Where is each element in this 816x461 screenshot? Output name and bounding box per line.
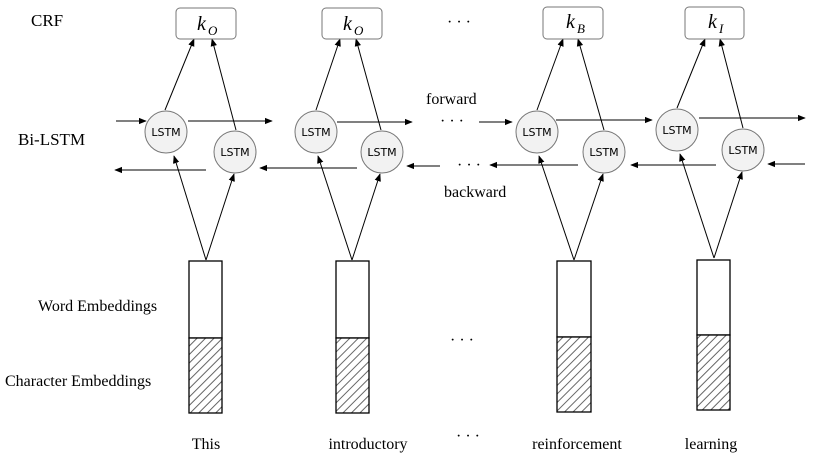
bilstm-row-label: Bi-LSTM [18,130,85,149]
backward-label: backward [444,184,506,201]
forward-lstm-label: LSTM [301,126,330,139]
token-column-introductory: k O LSTM LSTM introductory [294,7,408,453]
forward-lstm-cell [294,110,338,154]
token-column-learning: k I LSTM LSTM learning [655,6,765,453]
embedding-ellipsis: · · · [450,332,474,349]
character-embedding-vector [335,337,370,414]
character-embeddings-label: Character Embeddings [5,373,151,390]
character-embedding-vector [556,336,592,413]
forward-lstm-label: LSTM [522,126,551,139]
crf-tag-box [542,6,604,40]
forward-lstm-cell [144,110,188,154]
token-ellipsis: · · · [456,428,480,445]
backward-lstm-cell [213,130,257,174]
forward-ellipsis: · · · [440,113,464,130]
token-column-this: k O LSTM LSTM This [144,7,257,453]
forward-lstm-label: LSTM [662,124,691,137]
token-word: This [192,436,220,453]
backward-ellipsis: · · · [457,157,481,174]
backward-lstm-cell [582,130,626,174]
backward-lstm-cell [360,130,404,174]
crf-tag-base: k [708,11,718,33]
word-embedding-vector [188,260,223,339]
crf-row-label: CRF [31,11,63,30]
backward-lstm-label: LSTM [367,146,396,159]
crf-tag-box [175,7,237,40]
token-word: learning [685,436,737,453]
forward-lstm-cell [515,110,559,154]
backward-lstm-label: LSTM [220,146,249,159]
crf-tag-subscript: O [354,23,364,38]
crf-tag-base: k [566,11,576,33]
word-embedding-vector [556,260,592,338]
word-embedding-vector [696,259,731,336]
word-embeddings-label: Word Embeddings [38,298,157,315]
backward-lstm-cell [721,128,765,172]
token-word: reinforcement [532,436,622,453]
crf-tag-subscript: O [208,23,218,38]
forward-lstm-label: LSTM [151,126,180,139]
character-embedding-vector [696,334,731,411]
backward-arrows [114,160,805,174]
token-word: introductory [328,436,407,453]
backward-lstm-label: LSTM [589,146,618,159]
word-embedding-vector [335,260,370,339]
token-column-reinforcement: k B LSTM LSTM reinforcement [515,6,626,453]
crf-tag-box [321,7,383,40]
crf-tag-base: k [197,13,207,35]
character-embedding-vector [188,337,223,414]
crf-tag-base: k [343,13,353,35]
forward-lstm-cell [655,108,699,152]
crf-tag-subscript: B [577,21,585,36]
crf-tag-subscript: I [718,21,724,36]
crf-tag-box [684,6,745,40]
forward-label: forward [426,91,477,108]
forward-arrows [116,114,806,126]
crf-ellipsis: · · · [447,14,471,31]
backward-lstm-label: LSTM [728,144,757,157]
